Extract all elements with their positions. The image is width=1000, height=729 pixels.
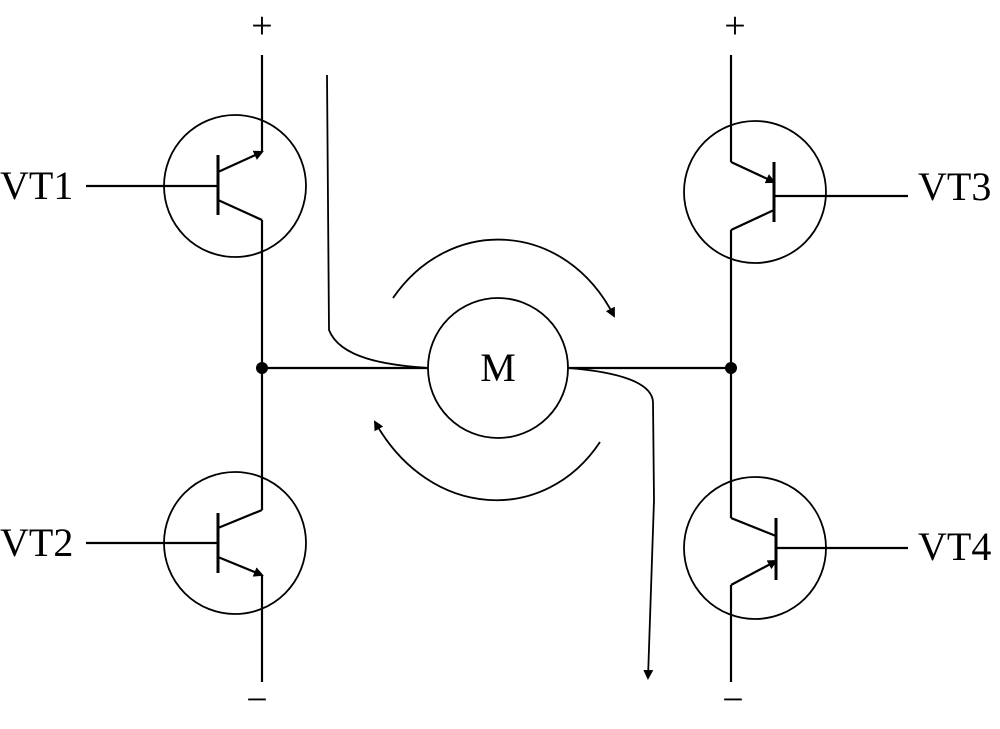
vt3-label: VT3: [918, 164, 991, 209]
minus-left-label: −: [246, 679, 267, 721]
transistor-vt4: [683, 476, 908, 620]
motor-label: M: [480, 345, 516, 390]
rotation-arrow-counterclockwise: [374, 420, 601, 502]
vt2-label: VT2: [0, 520, 73, 565]
vt1-label: VT1: [0, 163, 73, 208]
current-flow-path: [326, 74, 654, 678]
transistor-vt2: [86, 471, 307, 615]
transistor-vt1: [86, 114, 307, 258]
plus-left-label: +: [251, 5, 272, 47]
transistor-vt3: [683, 120, 908, 264]
vt4-label: VT4: [918, 524, 991, 569]
rotation-arrow-clockwise: [392, 238, 615, 318]
minus-right-label: −: [722, 679, 743, 721]
plus-right-label: +: [724, 5, 745, 47]
